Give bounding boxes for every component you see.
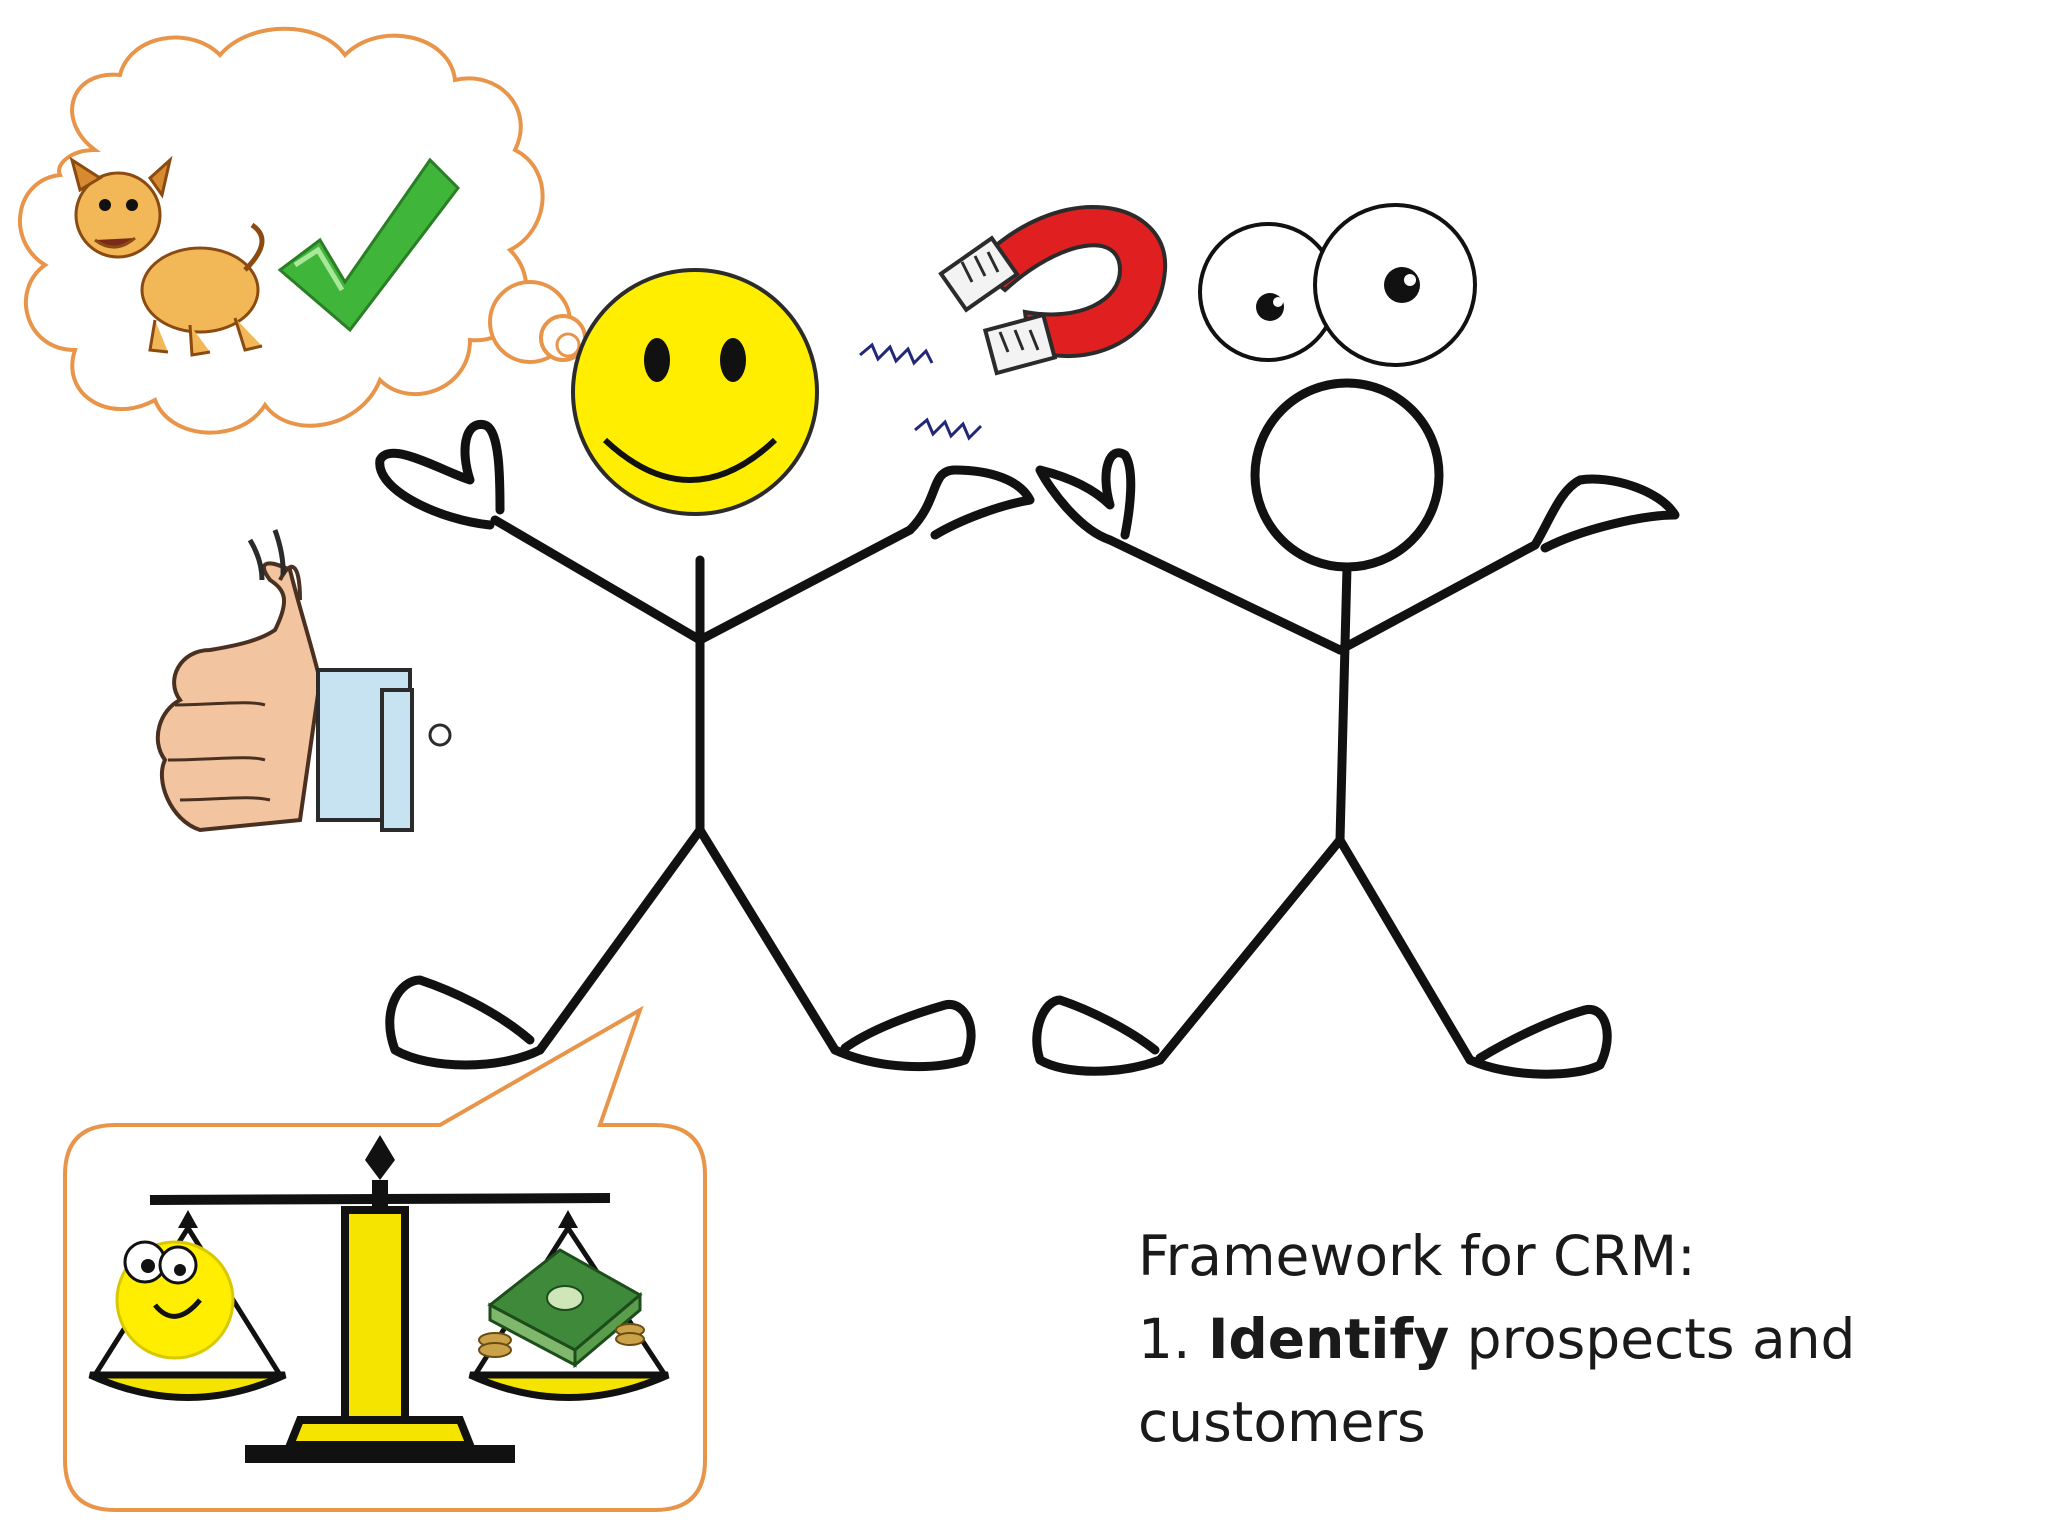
caption-step: 1. Identify prospects and — [1138, 1298, 1998, 1381]
checkmark-icon — [277, 157, 460, 333]
thumbs-up-icon — [155, 529, 452, 833]
thought-cloud-icon — [18, 26, 587, 435]
balance-scale-icon — [88, 1135, 670, 1463]
dog-icon — [69, 155, 265, 357]
googly-eyes-icon — [1198, 203, 1477, 367]
caption-step-continued: customers — [1138, 1390, 1426, 1454]
money-stack-icon — [478, 1248, 645, 1369]
step-keyword: Identify — [1207, 1307, 1450, 1371]
caption-title: Framework for CRM: — [1138, 1224, 1696, 1288]
smiley-face-icon — [571, 268, 819, 516]
stick-figure-icon — [1032, 378, 1680, 1079]
magnet-icon — [859, 205, 1168, 441]
slide-caption: Framework for CRM: 1. Identify prospects… — [1138, 1215, 1998, 1464]
step-text: prospects and — [1466, 1307, 1856, 1371]
stick-figure-icon — [375, 420, 1035, 1072]
step-number: 1. — [1138, 1307, 1191, 1371]
